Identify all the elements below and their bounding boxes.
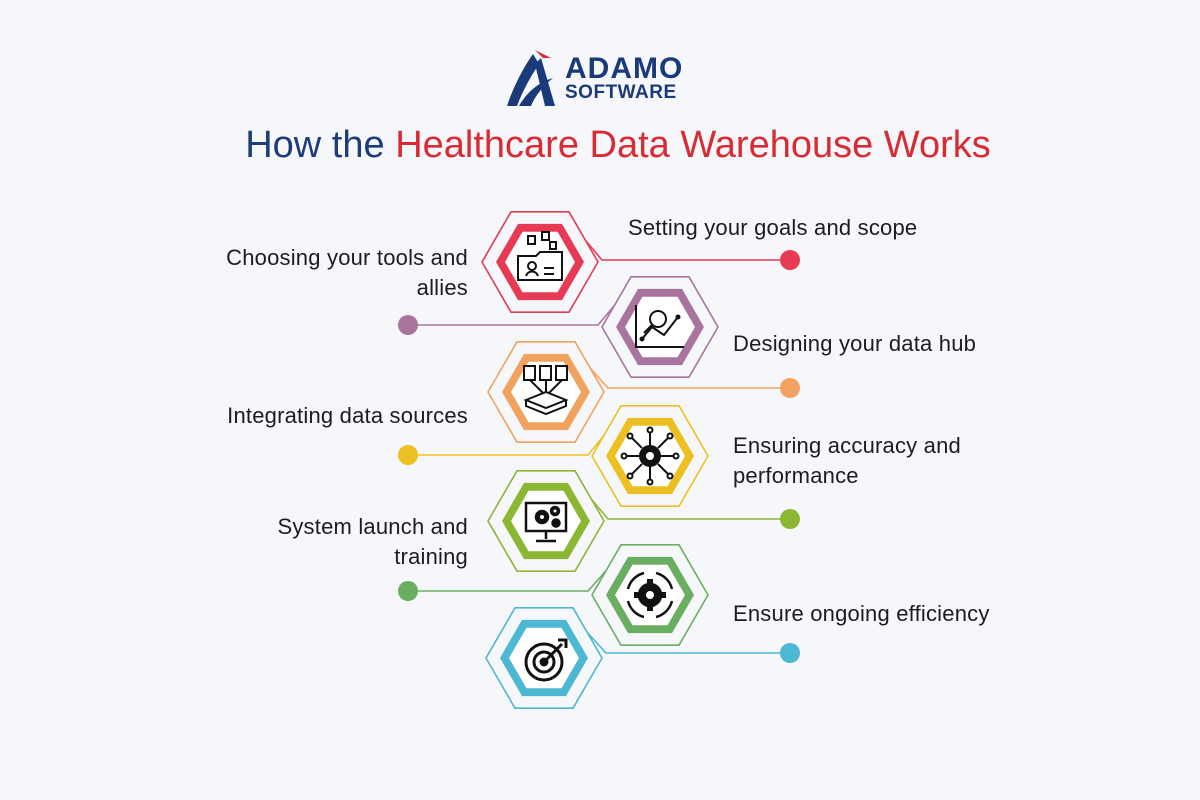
step-6-dot [398, 581, 418, 601]
step-3-label: Designing your data hub [733, 331, 977, 356]
page-title: How the Healthcare Data Warehouse Works [0, 124, 1200, 167]
step-2-label: Choosing your tools and allies [226, 245, 468, 300]
step-2-dot [398, 315, 418, 335]
logo-mark-icon [507, 50, 555, 106]
title-highlight: Healthcare Data Warehouse Works [395, 124, 991, 166]
logo-word-software: SOFTWARE [565, 82, 677, 103]
folder-documents-icon [517, 231, 563, 281]
documents-to-drive-icon [523, 365, 569, 416]
step-1-dot [780, 250, 800, 270]
title-prefix: How the [245, 124, 396, 166]
logo-word-adamo: ADAMO [565, 52, 684, 85]
gear-cycle-icon [626, 571, 674, 619]
monitor-gears-icon [524, 501, 568, 543]
step-4-dot [398, 445, 418, 465]
step-4-label: Integrating data sources [227, 403, 468, 428]
gear-network-icon [620, 426, 680, 486]
target-arrow-icon [524, 638, 568, 682]
step-1-label: Setting your goals and scope [628, 215, 918, 240]
chart-magnifier-icon [635, 305, 684, 348]
step-5-dot [780, 509, 800, 529]
step-5-label: Ensuring accuracy and performance [733, 433, 961, 488]
step-7-label: Ensure ongoing efficiency [733, 601, 990, 626]
step-7-dot [780, 643, 800, 663]
step-6-label: System launch and training [277, 514, 468, 569]
step-3-dot [780, 378, 800, 398]
company-logo: ADAMO SOFTWARE [505, 48, 715, 108]
